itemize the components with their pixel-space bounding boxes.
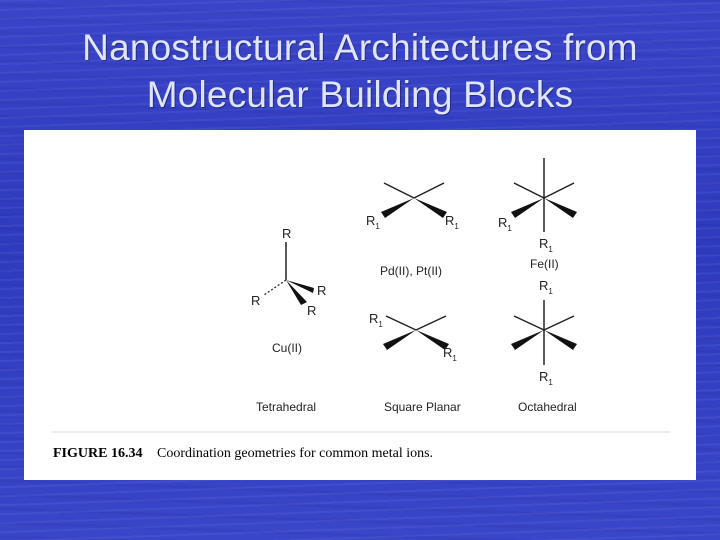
oct1-ligand-left-sub: 1 [507,224,512,233]
sp2-wedge-left [383,330,416,350]
geometry-label-square-planar: Square Planar [384,400,461,414]
oct2-ligand-bottom-sub: 1 [548,378,553,387]
oct1-bond-back-left [513,182,545,199]
square-planar-metal-label: Pd(II), Pt(II) [380,264,442,278]
sp2-ligand-left-sub: 1 [378,320,383,329]
sp2-bond-back-left [385,315,417,331]
tetra-ligand-left: R [251,293,260,308]
svg-text:R1: R1 [443,345,457,363]
coordination-geometry-figure: R R R R Cu(II) R1 R1 Pd(II), Pt(II) R1 R… [52,158,670,461]
sp1-wedge-right [414,198,447,218]
oct2-bond-back-left [513,315,545,331]
slide-title-line-1: Nanostructural Architectures from [82,27,638,68]
oct1-ligand-left: R [498,215,507,230]
sp2-ligand-right: R [443,345,452,360]
oct1-ligand-bottom: R [539,236,548,251]
figure-panel: R R R R Cu(II) R1 R1 Pd(II), Pt(II) R1 R… [24,130,696,480]
slide-title-line-2: Molecular Building Blocks [146,74,574,115]
sp1-wedge-left [381,198,414,218]
oct1-wedge-left [511,198,544,218]
tetra-ligand-right: R [317,283,326,298]
figure-caption-label: FIGURE 16.34 [53,446,142,461]
octahedral-structure-top: R1 R1 Fe(II) R1 [498,158,577,296]
sp2-bond-back-right [415,315,447,331]
oct-shared-ligand-sub: 1 [548,287,553,296]
octahedral-metal-label: Fe(II) [530,257,559,271]
sp2-ligand-right-sub: 1 [452,354,457,363]
oct1-bond-back-right [543,182,575,199]
svg-text:R1: R1 [445,213,459,231]
svg-text:R1: R1 [539,369,553,387]
svg-text:R1: R1 [366,213,380,231]
figure-caption-text: Coordination geometries for common metal… [157,446,433,461]
svg-text:R1: R1 [539,236,553,254]
sp2-ligand-left: R [369,311,378,326]
tetra-ligand-bottom: R [307,303,316,318]
geometry-label-tetrahedral: Tetrahedral [256,400,316,414]
sp1-ligand-right: R [445,213,454,228]
oct2-wedge-left [511,330,544,350]
octahedral-structure-bottom: R1 [511,300,577,387]
sp2-wedge-right [416,330,449,350]
tetrahedral-structure: R R R R Cu(II) [251,226,326,355]
oct1-ligand-bottom-sub: 1 [548,245,553,254]
tetra-wedge-right [286,280,314,293]
sp1-bond-back-left [383,182,415,199]
oct2-ligand-bottom: R [539,369,548,384]
svg-text:R1: R1 [369,311,383,329]
sp1-ligand-left-sub: 1 [375,222,380,231]
oct2-bond-back-right [543,315,575,331]
oct-shared-ligand: R [539,278,548,293]
square-planar-structure-top: R1 R1 Pd(II), Pt(II) [366,182,459,278]
tetra-metal-label: Cu(II) [272,341,302,355]
oct2-wedge-right [544,330,577,350]
square-planar-structure-bottom: R1 R1 [369,311,457,363]
tetra-ligand-top: R [282,226,291,241]
tetra-bond-left [263,279,287,296]
tetra-wedge-lower [286,280,307,305]
svg-text:R1: R1 [539,278,553,296]
sp1-bond-back-right [413,182,445,199]
sp1-ligand-left: R [366,213,375,228]
geometry-label-octahedral: Octahedral [518,400,577,414]
sp1-ligand-right-sub: 1 [454,222,459,231]
slide-title: Nanostructural Architectures from Molecu… [0,24,720,118]
svg-text:R1: R1 [498,215,512,233]
oct1-wedge-right [544,198,577,218]
